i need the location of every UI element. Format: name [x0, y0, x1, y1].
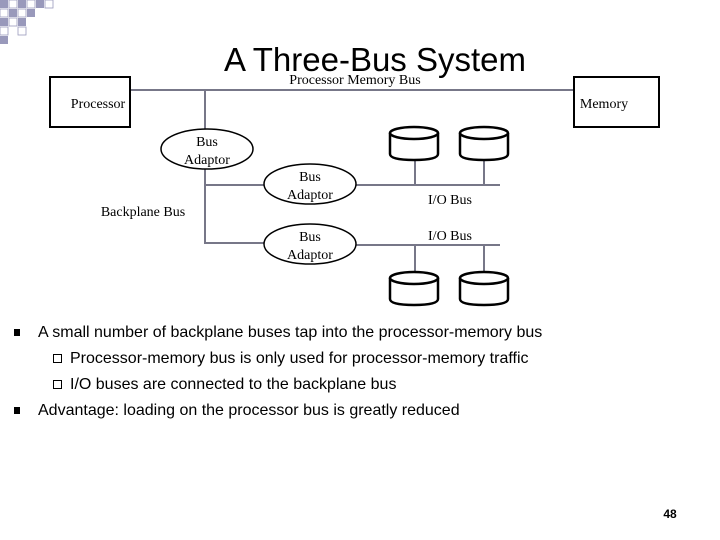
- disk-icon: [458, 270, 510, 307]
- bullet-text: Advantage: loading on the processor bus …: [38, 402, 460, 419]
- io-bus-lower-label: I/O Bus: [428, 229, 472, 244]
- bus-adaptor-2: [263, 163, 357, 205]
- bus-adaptor-2-line1: Bus: [299, 170, 321, 185]
- disk-icon: [388, 270, 440, 307]
- processor-label: Processor: [71, 97, 126, 112]
- sub-bullet-item: I/O buses are connected to the backplane…: [12, 372, 702, 398]
- bus-adaptor-1-line2: Adaptor: [184, 153, 230, 168]
- bullet-square-icon: [14, 329, 20, 336]
- backplane-bus-line: [204, 168, 265, 244]
- bus-adaptor-3-line1: Bus: [299, 230, 321, 245]
- hollow-square-icon: [53, 354, 62, 363]
- bullet-item: Advantage: loading on the processor bus …: [12, 398, 702, 424]
- page-number: 48: [663, 507, 677, 521]
- disk-icon: [458, 125, 510, 162]
- slide-title: A Three-Bus System: [223, 41, 526, 78]
- bullet-list: A small number of backplane buses tap in…: [12, 320, 702, 424]
- bus-adaptor-1-line1: Bus: [196, 135, 218, 150]
- bus-adaptor-2-line2: Adaptor: [287, 188, 333, 203]
- corner-decoration: [0, 0, 54, 44]
- memory-label: Memory: [580, 97, 628, 112]
- bullet-square-icon: [14, 407, 20, 414]
- sub-bullet-text: Processor-memory bus is only used for pr…: [70, 350, 529, 367]
- sub-bullet-text: I/O buses are connected to the backplane…: [70, 376, 397, 393]
- bus-adaptor-3: [263, 223, 357, 265]
- processor-box: [49, 76, 131, 128]
- memory-box: [573, 76, 660, 128]
- bullet-text: A small number of backplane buses tap in…: [38, 324, 543, 341]
- disk-icon: [388, 125, 440, 162]
- bullet-item: A small number of backplane buses tap in…: [12, 320, 702, 346]
- bus-adaptor-3-line2: Adaptor: [287, 248, 333, 263]
- hollow-square-icon: [53, 380, 62, 389]
- bus-adaptor-1: [160, 128, 254, 170]
- three-bus-diagram: Processor Memory Processor Memory Bus Bu…: [49, 73, 660, 307]
- backplane-bus-label: Backplane Bus: [101, 205, 185, 220]
- io-bus-upper-label: I/O Bus: [428, 193, 472, 208]
- sub-bullet-item: Processor-memory bus is only used for pr…: [12, 346, 702, 372]
- processor-memory-bus-label: Processor Memory Bus: [289, 73, 420, 88]
